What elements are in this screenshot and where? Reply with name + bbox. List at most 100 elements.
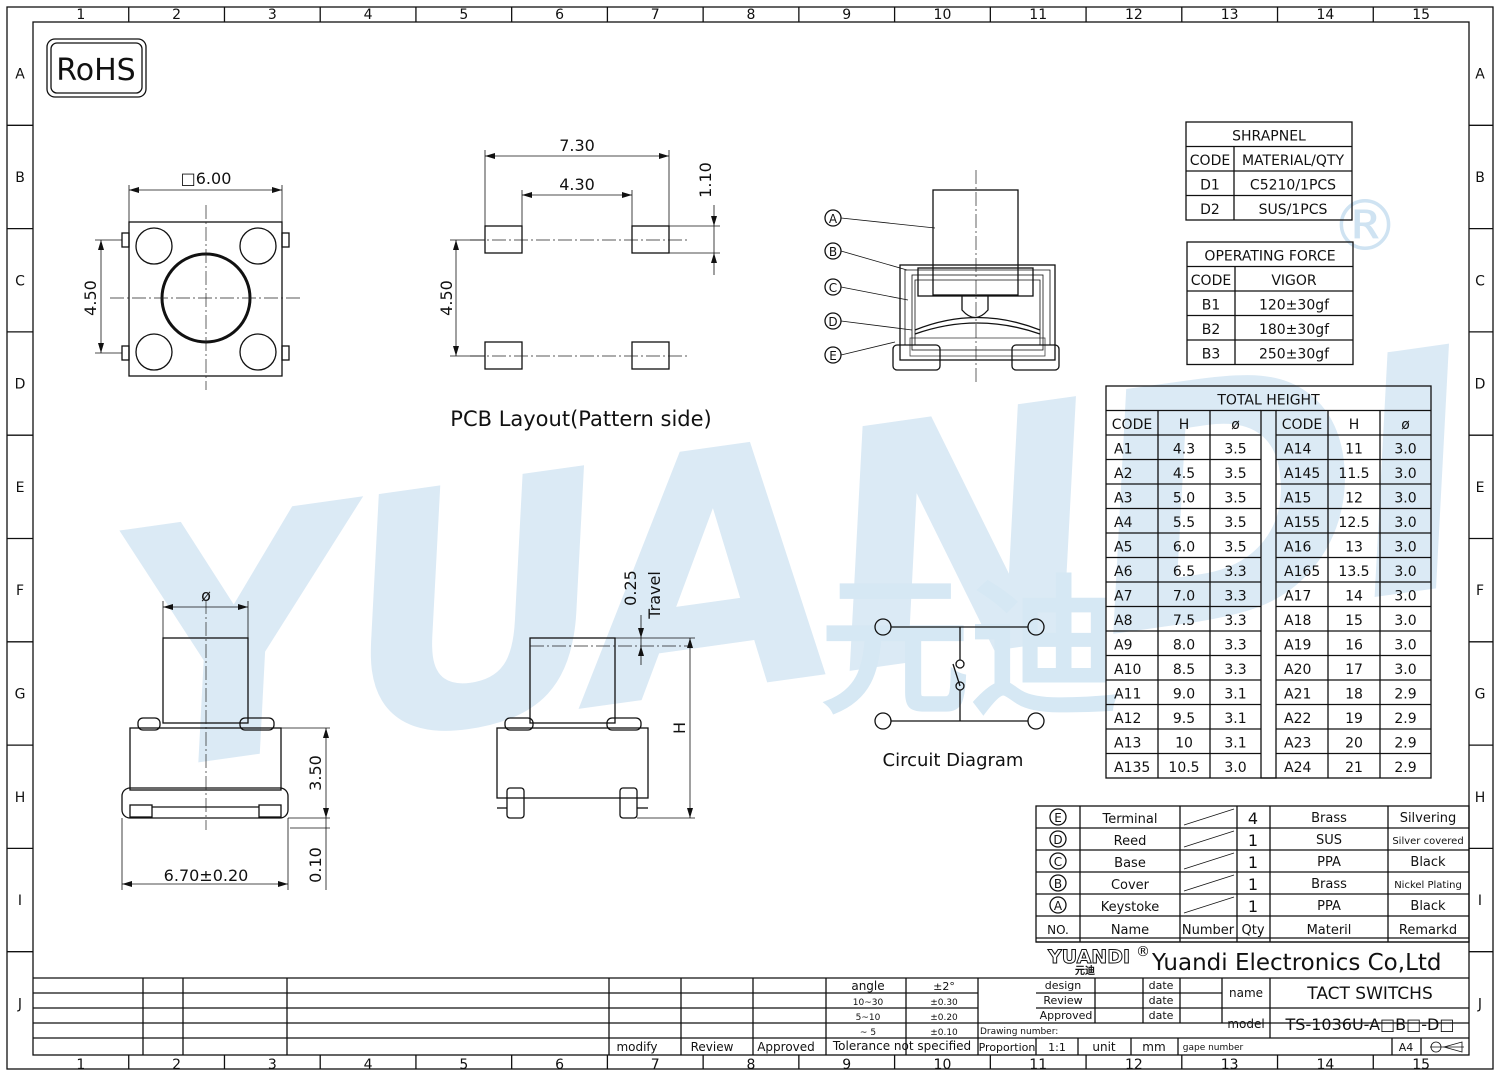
grid-col-bottom: 4 <box>364 1057 373 1073</box>
grid-col-top: 12 <box>1125 7 1143 23</box>
height-table-cell: A19 <box>1284 638 1311 654</box>
tb-approved2: Approved <box>757 1040 815 1054</box>
circuit-caption: Circuit Diagram <box>883 750 1024 771</box>
height-table-cell: A18 <box>1284 613 1311 629</box>
tb-date: date <box>1149 1009 1174 1022</box>
bom-header: Name <box>1111 923 1149 938</box>
spec-tables: SHRAPNELCODED1D2MATERIAL/QTYC5210/1PCSSU… <box>1105 121 1432 779</box>
height-table-cell: 18 <box>1345 687 1363 703</box>
height-table-cell: A17 <box>1284 589 1311 605</box>
height-table-cell: 12 <box>1345 491 1363 507</box>
bom-remark: Nickel Plating <box>1394 880 1462 891</box>
grid-col-bottom: 15 <box>1412 1057 1430 1073</box>
side-h010-dim: 0.10 <box>306 847 325 883</box>
tb-tol-footer: Tolerance not specified <box>832 1039 971 1053</box>
force-table-header: VIGOR <box>1271 273 1317 289</box>
grid-col-top: 11 <box>1029 7 1047 23</box>
height-table-cell: 13.5 <box>1338 564 1369 580</box>
grid-row-right: E <box>1476 480 1485 496</box>
tb-tol-value: ±2° <box>933 980 955 993</box>
shrapnel-table: SHRAPNELCODED1D2MATERIAL/QTYC5210/1PCSSU… <box>1185 121 1353 221</box>
grid-row-left: F <box>16 583 24 599</box>
shrapnel-table-cell: D1 <box>1200 178 1220 194</box>
rohs-label: RoHS <box>56 53 135 88</box>
shrapnel-table-header: CODE <box>1190 153 1230 169</box>
grid-col-top: 9 <box>842 7 851 23</box>
grid-col-top: 4 <box>364 7 373 23</box>
top-height-dim: 4.50 <box>81 280 100 316</box>
bom-header: Remarkd <box>1399 923 1457 938</box>
bom-no: B <box>1054 877 1062 891</box>
height-table-cell: A7 <box>1114 589 1132 605</box>
grid-col-bottom: 11 <box>1029 1057 1047 1073</box>
tb-tol-value: ±0.20 <box>930 1013 958 1023</box>
height-table-cell: A145 <box>1284 466 1320 482</box>
height-table-cell: 3.5 <box>1224 540 1246 556</box>
bom-no-circle <box>1049 830 1067 848</box>
side-view: ø 3.50 0.10 6.70±0.20 <box>121 586 330 890</box>
bom-qty: 1 <box>1248 831 1258 850</box>
bom-no-circle <box>1049 874 1067 892</box>
grid-col-bottom: 12 <box>1125 1057 1143 1073</box>
grid-row-right: C <box>1475 273 1485 289</box>
company-logo-reg: ® <box>1136 944 1150 960</box>
grid-labels: 1122334455667788991010111112121313141415… <box>7 7 1493 1073</box>
pcb-pad-dim: 1.10 <box>696 162 715 198</box>
height-table-cell: 16 <box>1345 638 1363 654</box>
force-table-cell: 250±30gf <box>1259 347 1330 363</box>
tb-tol-label: 5~10 <box>856 1013 881 1023</box>
bom-name: Reed <box>1114 834 1147 849</box>
force-table-cell: B2 <box>1202 322 1221 338</box>
pcb-outer-dim: 7.30 <box>559 136 595 155</box>
grid-col-top: 2 <box>172 7 181 23</box>
tb-scale: 1:1 <box>1048 1041 1066 1054</box>
height-table-cell: A6 <box>1114 564 1133 580</box>
height-table-cell: 11 <box>1345 442 1363 458</box>
grid-col-bottom: 2 <box>172 1057 181 1073</box>
tb-tol-value: ±0.30 <box>930 998 958 1008</box>
height-table: TOTAL HEIGHTCODEA1A2A3A4A5A6A7A8A9A10A11… <box>1105 385 1432 779</box>
height-table-cell: A13 <box>1114 736 1141 752</box>
height-table-cell: 3.5 <box>1224 442 1246 458</box>
bom-remark: Black <box>1410 855 1446 870</box>
height-table-cell: 3.0 <box>1394 638 1416 654</box>
height-table-cell: A2 <box>1114 466 1132 482</box>
tb-tol-label: 10~30 <box>853 998 884 1008</box>
tb-unit: unit <box>1092 1040 1116 1054</box>
shrapnel-table-header: MATERIAL/QTY <box>1242 153 1344 169</box>
height-table-cell: 3.1 <box>1224 736 1246 752</box>
grid-row-right: G <box>1475 686 1486 702</box>
force-table: OPERATING FORCECODEB1B2B3VIGOR120±30gf18… <box>1186 241 1354 366</box>
height-table-cell: 3.1 <box>1224 687 1246 703</box>
height-table-cell: A22 <box>1284 711 1311 727</box>
force-table-cell: B1 <box>1202 298 1221 314</box>
bom-name: Cover <box>1111 878 1150 893</box>
pcb-inner-dim: 4.30 <box>559 175 595 194</box>
grid-row-right: F <box>1476 583 1484 599</box>
grid-col-top: 5 <box>459 7 468 23</box>
tb-name-value: TACT SWITCHS <box>1306 984 1433 1004</box>
tb-model-label: model <box>1227 1017 1264 1031</box>
grid-row-right: D <box>1475 377 1486 393</box>
bom-header: Qty <box>1241 923 1264 938</box>
grid-col-bottom: 3 <box>268 1057 277 1073</box>
grid-col-top: 7 <box>651 7 660 23</box>
height-table-cell: 3.5 <box>1224 466 1246 482</box>
height-table-cell: 3.3 <box>1224 613 1246 629</box>
bom-qty: 1 <box>1248 897 1258 916</box>
bom-header: Materil <box>1307 923 1352 938</box>
grid-col-bottom: 6 <box>555 1057 564 1073</box>
callout-label: D <box>828 315 837 329</box>
height-table-cell: 3.5 <box>1224 491 1246 507</box>
grid-row-right: H <box>1475 790 1486 806</box>
tb-proportion: Proportion <box>979 1041 1036 1054</box>
height-table-cell: 4.3 <box>1173 442 1195 458</box>
height-table-header: ø <box>1231 417 1240 433</box>
height-table-cell: 3.3 <box>1224 662 1246 678</box>
callout-label: E <box>829 349 837 363</box>
grid-col-bottom: 7 <box>651 1057 660 1073</box>
grid-col-top: 3 <box>268 7 277 23</box>
height-table-cell: 3.3 <box>1224 564 1246 580</box>
height-table-header: ø <box>1401 417 1410 433</box>
